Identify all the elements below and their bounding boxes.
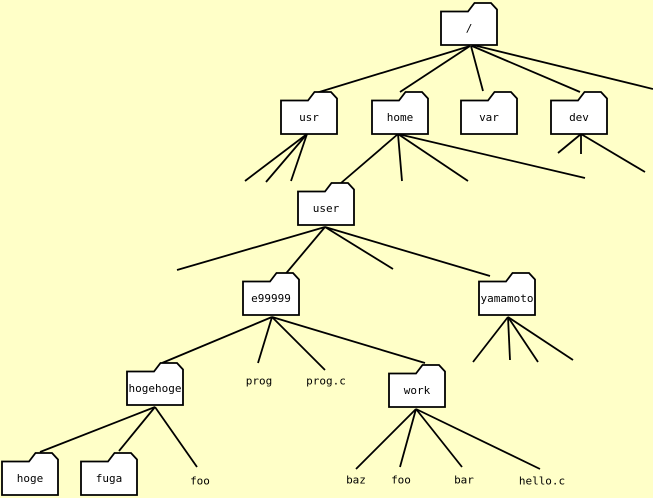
folder-icon [478, 272, 536, 316]
edge-work-bar [415, 408, 463, 468]
edge-user-yamamoto [324, 226, 491, 277]
folder-shape [388, 364, 446, 408]
folder-node-work: work [388, 364, 446, 408]
folder-icon [80, 452, 138, 496]
folder-shape [478, 272, 536, 316]
folder-node-hoge: hoge [1, 452, 59, 496]
folder-icon [550, 91, 608, 135]
edge-hogehoge-foo [154, 406, 198, 468]
edge-user-stub-1 [176, 226, 326, 271]
edge-e99999-prog-c [271, 316, 326, 371]
folder-shape [80, 452, 138, 496]
edge-hogehoge-fuga [118, 406, 156, 452]
edge-root-usr [315, 45, 471, 94]
folder-node-e99999: e99999 [242, 272, 300, 316]
folder-label-root: / [465, 22, 473, 35]
file-label-baz: baz [346, 473, 366, 487]
folder-label-user: user [312, 202, 340, 215]
folder-shape [1, 452, 59, 496]
folder-shape [440, 2, 498, 46]
folder-shape [297, 182, 355, 226]
folder-shape [242, 272, 300, 316]
edge-yamamoto-stub-1 [472, 316, 509, 363]
edge-work-hello-c [415, 408, 541, 470]
folder-icon [388, 364, 446, 408]
folder-shape [460, 91, 518, 135]
edge-home-user [340, 133, 399, 184]
folder-label-usr: usr [299, 111, 319, 124]
edge-work-foo [399, 408, 417, 468]
folder-node-dev: dev [550, 91, 608, 135]
edge-root-dev [471, 45, 581, 93]
folder-icon [280, 91, 338, 135]
folder-icon [242, 272, 300, 316]
edge-yamamoto-stub-2 [507, 316, 511, 361]
folder-label-work: work [403, 384, 431, 397]
folder-label-var: var [479, 111, 499, 124]
folder-icon [460, 91, 518, 135]
edge-root-stub-right [472, 44, 653, 90]
edge-dev-stub-1 [557, 133, 582, 154]
edge-home-stub-1 [397, 133, 403, 182]
edge-user-e99999 [282, 226, 326, 278]
edge-user-stub-2 [324, 226, 394, 270]
edge-root-var [470, 45, 484, 92]
folder-icon [440, 2, 498, 46]
folder-label-home: home [386, 111, 414, 124]
folder-node-home: home [371, 91, 429, 135]
folder-node-fuga: fuga [80, 452, 138, 496]
folder-node-user: user [297, 182, 355, 226]
folder-node-root: / [440, 2, 498, 46]
edge-usr-stub-2 [265, 133, 308, 183]
file-label-foo-1: foo [190, 474, 210, 488]
folder-shape [280, 91, 338, 135]
edge-yamamoto-stub-4 [507, 316, 574, 361]
edge-e99999-hogehoge [161, 316, 273, 364]
folder-shape [126, 362, 184, 406]
edge-root-home [399, 45, 471, 93]
edge-usr-stub-1 [244, 133, 308, 182]
edge-e99999-work [271, 316, 426, 364]
edge-usr-stub-3 [290, 133, 308, 182]
folder-node-usr: usr [280, 91, 338, 135]
folder-node-var: var [460, 91, 518, 135]
folder-node-yamamoto: yamamoto [478, 272, 536, 316]
folder-node-hogehoge: hogehoge [126, 362, 184, 406]
file-label-hello-c: hello.c [518, 474, 566, 488]
edge-home-stub-2 [397, 133, 469, 182]
folder-shape [371, 91, 429, 135]
edge-hogehoge-hoge [39, 406, 156, 453]
folder-label-dev: dev [569, 111, 589, 124]
edge-yamamoto-stub-3 [507, 316, 539, 363]
folder-icon [371, 91, 429, 135]
folder-shape [550, 91, 608, 135]
edge-home-stub-3 [397, 133, 586, 179]
file-label-bar: bar [454, 473, 474, 487]
edge-e99999-prog [257, 316, 273, 364]
folder-label-fuga: fuga [95, 472, 123, 485]
folder-icon [297, 182, 355, 226]
folder-icon [126, 362, 184, 406]
file-label-prog: prog [245, 374, 273, 388]
folder-label-hogehoge: hogehoge [128, 382, 182, 395]
edge-work-baz [355, 408, 417, 470]
folder-label-e99999: e99999 [251, 292, 291, 305]
file-label-prog-c: prog.c [306, 374, 346, 388]
folder-label-yamamoto: yamamoto [480, 292, 534, 305]
edge-dev-stub-3 [580, 133, 646, 173]
folder-icon [1, 452, 59, 496]
folder-label-hoge: hoge [16, 472, 44, 485]
file-label-foo-2: foo [391, 473, 411, 487]
